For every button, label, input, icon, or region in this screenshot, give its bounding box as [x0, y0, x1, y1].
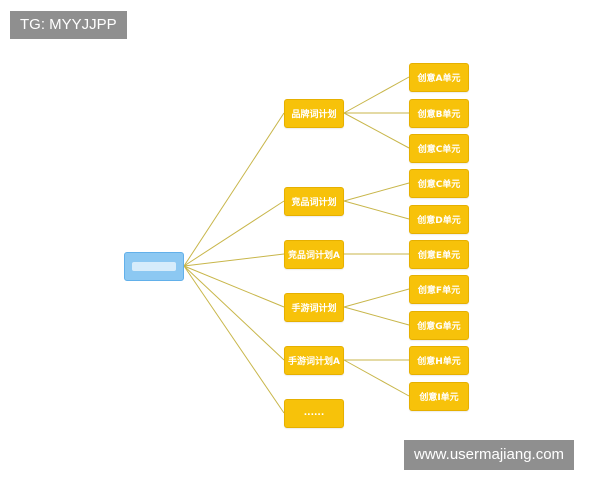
plan-node[interactable]: ...... — [284, 398, 344, 428]
plan-node[interactable]: 竞品词计划 — [284, 186, 344, 216]
plan-node[interactable]: 品牌词计划 — [284, 98, 344, 128]
unit-node[interactable]: 创意F单元 — [409, 274, 469, 304]
unit-node[interactable]: 创意G单元 — [409, 310, 469, 340]
connector-plan-to-unit — [343, 200, 410, 220]
unit-node[interactable]: 创意C单元 — [409, 168, 469, 198]
connector-root-to-plan — [183, 112, 285, 267]
connector-root-to-plan — [183, 265, 285, 361]
plan-node[interactable]: 手游词计划A — [284, 345, 344, 375]
unit-node[interactable]: 创意C单元 — [409, 133, 469, 163]
unit-node[interactable]: 创意A单元 — [409, 62, 469, 92]
plan-node[interactable]: 手游词计划 — [284, 292, 344, 322]
watermark-tg: TG: MYYJJPP — [10, 11, 127, 39]
unit-node[interactable]: 创意I单元 — [409, 381, 469, 411]
unit-node[interactable]: 创意H单元 — [409, 345, 469, 375]
unit-node[interactable]: 创意E单元 — [409, 239, 469, 269]
plan-node[interactable]: 竞品词计划A — [284, 239, 344, 269]
connector-root-to-plan — [183, 265, 285, 414]
connector-plan-to-unit — [343, 359, 410, 397]
root-node[interactable] — [124, 252, 184, 281]
connector-plan-to-unit — [343, 288, 410, 308]
connector-root-to-plan — [183, 253, 285, 267]
connector-root-to-plan — [183, 200, 285, 267]
connector-plan-to-unit — [343, 306, 410, 326]
root-node-label-blurred — [132, 262, 176, 271]
unit-node[interactable]: 创意B单元 — [409, 98, 469, 128]
connector-plan-to-unit — [343, 182, 410, 202]
connector-plan-to-unit — [343, 76, 410, 114]
connector-root-to-plan — [183, 265, 285, 308]
connector-plan-to-unit — [343, 112, 410, 149]
unit-node[interactable]: 创意D单元 — [409, 204, 469, 234]
watermark-url: www.usermajiang.com — [404, 440, 575, 470]
